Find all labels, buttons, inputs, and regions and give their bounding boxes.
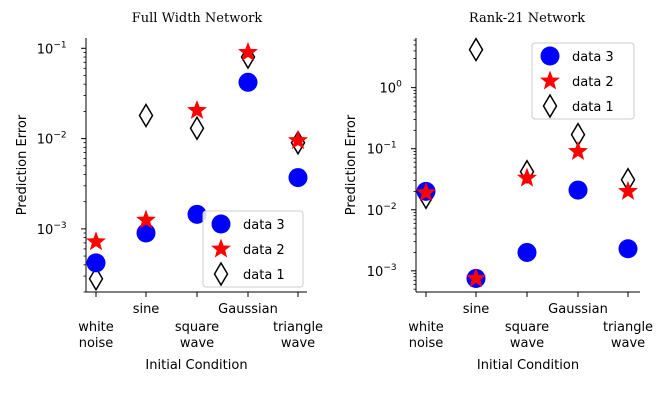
legend-label: data 2: [572, 75, 614, 90]
y-tick-label: 10−3: [37, 221, 67, 238]
data-point-circle: [136, 223, 156, 243]
x-tick-label: wave: [180, 336, 214, 351]
legend-marker-star: [211, 238, 231, 258]
legend-marker-circle: [211, 214, 231, 234]
x-tick-label: white: [78, 320, 114, 335]
legend-box: [531, 42, 635, 120]
legend: data 3 data 2 data 1: [531, 42, 635, 120]
data-point-star: [288, 130, 308, 150]
x-tick-label: wave: [611, 336, 645, 351]
y-tick-label: 10−3: [367, 263, 397, 280]
x-tick-label: Gaussian: [548, 302, 608, 317]
data-point-diamond: [88, 266, 104, 292]
data-point-circle: [568, 180, 588, 200]
y-tick-exponent: 0: [396, 80, 402, 90]
data-point-star: [466, 267, 486, 287]
y-tick-label: 10−1: [367, 141, 397, 158]
data-point-star: [136, 209, 156, 229]
data-point-circle: [618, 239, 638, 259]
data-point-circle: [288, 168, 308, 188]
legend-marker-star: [540, 70, 560, 90]
legend-label: data 1: [243, 268, 285, 283]
legend-label: data 2: [243, 243, 285, 258]
legend-marker-diamond: [542, 93, 558, 119]
data-point-diamond: [468, 37, 484, 63]
y-tick-exponent: −3: [383, 263, 396, 273]
y-tick-exponent: −3: [53, 221, 66, 231]
legend-marker-diamond: [213, 261, 229, 287]
data-point-star: [416, 182, 436, 202]
y-tick-label: 10−2: [367, 202, 397, 219]
x-axis-label: Initial Condition: [477, 358, 579, 373]
y-tick-exponent: −2: [53, 131, 66, 141]
y-tick-exponent: −1: [383, 141, 396, 151]
data-point-diamond: [138, 103, 154, 129]
data-point-circle: [238, 72, 258, 92]
legend: data 3 data 2 data 1: [202, 210, 304, 288]
x-tick-label: sine: [133, 302, 160, 317]
data-point-circle: [86, 253, 106, 273]
data-point-star: [187, 99, 207, 119]
y-tick-exponent: −1: [53, 40, 66, 50]
chart-rank-21: Rank-21 Network 10−3 10−2 10−1 100 whitenoise…: [344, 11, 653, 373]
y-tick-label: 10−1: [37, 40, 67, 57]
x-axis-label: Initial Condition: [145, 358, 247, 373]
legend-label: data 3: [572, 50, 614, 65]
y-axis-label: Prediction Error: [344, 114, 359, 215]
chart-full-width: Full Width Network 10−3 10−2 10−1 whitenoise…: [15, 11, 323, 373]
data-point-circle: [187, 204, 207, 224]
x-tick-label: square: [175, 320, 219, 335]
data-point-star: [238, 41, 258, 61]
x-tick-label: noise: [409, 336, 444, 351]
data-point-star: [568, 140, 588, 160]
x-tick-label: square: [505, 320, 549, 335]
x-tick-label: noise: [79, 336, 114, 351]
chart-title: Full Width Network: [132, 11, 263, 26]
legend-label: data 3: [243, 218, 285, 233]
y-axis-label: Prediction Error: [15, 114, 30, 215]
y-tick-label: 100: [380, 80, 403, 97]
y-tick-exponent: −2: [383, 202, 396, 212]
y-tick-label: 10−2: [37, 131, 67, 148]
x-tick-label: triangle: [603, 320, 653, 335]
chart-title: Rank-21 Network: [469, 11, 585, 26]
legend-marker-circle: [540, 46, 560, 66]
data-point-star: [618, 180, 638, 200]
x-tick-label: Gaussian: [218, 302, 278, 317]
x-tick-label: wave: [510, 336, 544, 351]
data-point-star: [86, 231, 106, 251]
data-point-circle: [517, 242, 537, 262]
x-tick-label: white: [408, 320, 444, 335]
data-point-star: [517, 167, 537, 187]
data-point-diamond: [189, 115, 205, 141]
legend-label: data 1: [572, 100, 614, 115]
x-tick-label: sine: [463, 302, 490, 317]
x-tick-label: wave: [281, 336, 315, 351]
x-tick-label: triangle: [273, 320, 323, 335]
